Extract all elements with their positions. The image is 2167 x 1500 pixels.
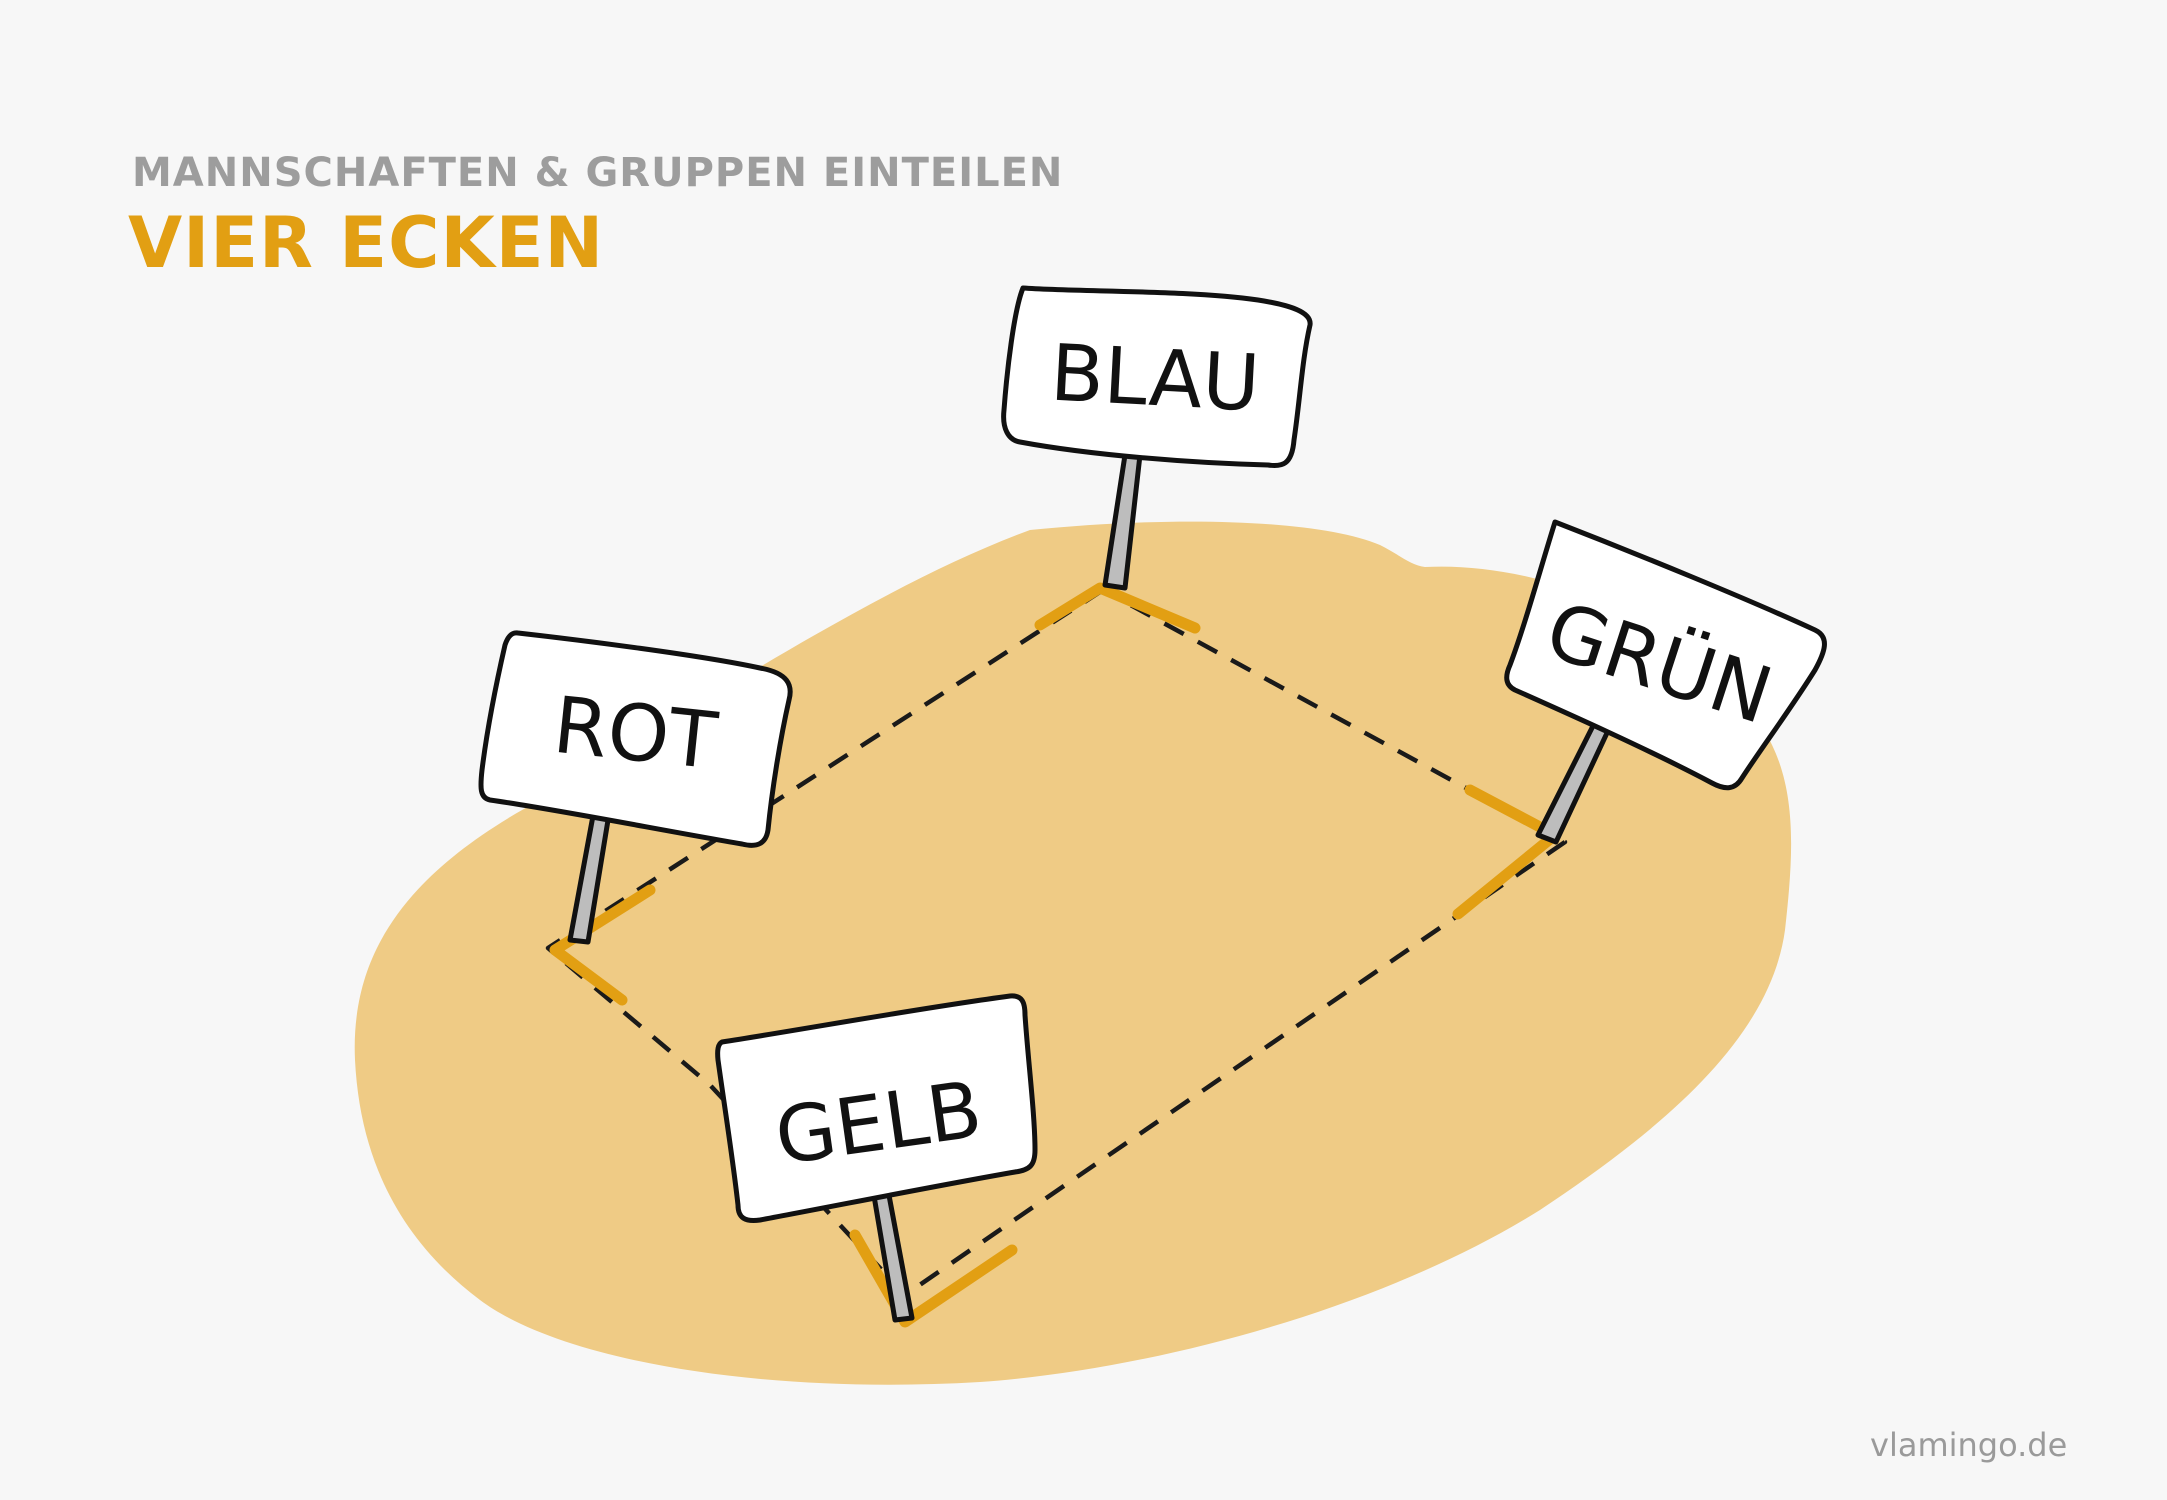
sign-blau: BLAU (1001, 285, 1313, 469)
sign-blau-label: BLAU (1048, 329, 1262, 430)
sign-gruen: GRÜN (1504, 519, 1827, 791)
sign-gruen-board (1504, 519, 1827, 791)
page-title: VIER ECKEN (128, 202, 605, 284)
dashed-field-border (545, 587, 1568, 1298)
site-credit: vlamingo.de (1870, 1426, 2068, 1464)
sign-gelb: GELB (715, 993, 1038, 1223)
sign-rot-board (478, 630, 793, 848)
sign-gelb-board (715, 993, 1038, 1223)
sign-poles (567, 452, 1617, 1323)
sign-rot-label: ROT (549, 681, 721, 788)
sign-blau-board (1001, 285, 1313, 469)
page-subtitle: MANNSCHAFTEN & GRUPPEN EINTEILEN (132, 150, 1064, 196)
sign-rot: ROT (478, 630, 793, 848)
